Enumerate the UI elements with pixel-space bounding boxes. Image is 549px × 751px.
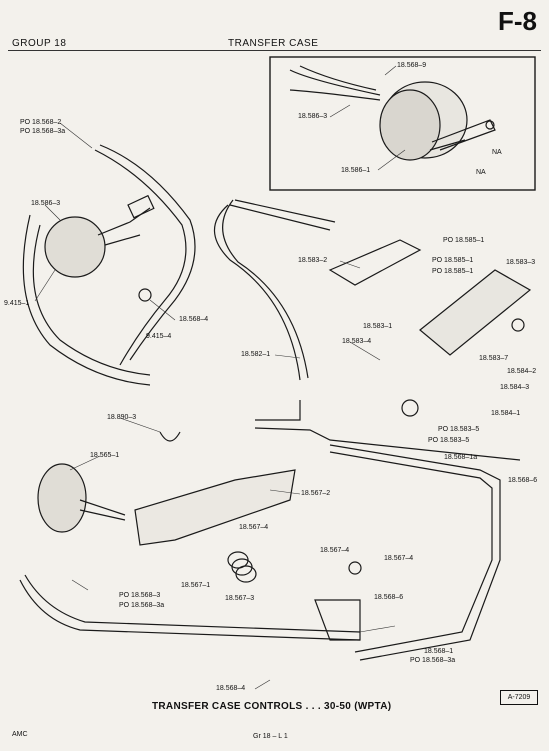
part-label: 18.565–1 <box>90 452 120 459</box>
part-label: 18.582–1 <box>241 351 271 358</box>
part-label: PO 18.583–5 <box>428 437 470 444</box>
part-label: NA <box>492 149 502 156</box>
figure-caption: TRANSFER CASE CONTROLS . . . 30-50 (WPTA… <box>152 701 392 712</box>
part-label: PO 18.585–1 <box>432 268 474 275</box>
bracket <box>134 469 296 546</box>
part-label: 9.415–1 <box>4 300 30 307</box>
part-label: 18.568–6 <box>508 477 538 484</box>
footer-center: Gr 18 – L 1 <box>253 733 288 740</box>
part-label: 18.568–6 <box>374 594 404 601</box>
part-label: 18.583–3 <box>506 259 536 266</box>
part-label: 18.567–4 <box>384 555 414 562</box>
part-label: 18.583–2 <box>298 257 328 264</box>
vacuum-motor-lower <box>37 463 87 533</box>
part-label: PO 18.568–3a <box>20 128 66 135</box>
part-label: 18.567–1 <box>181 582 211 589</box>
part-label: 18.584–1 <box>491 410 521 417</box>
part-label: PO 18.585–1 <box>432 257 474 264</box>
part-label: 18.568–1a <box>444 454 478 461</box>
part-label: 18.567–3 <box>225 595 255 602</box>
vacuum-motor-upper <box>44 216 106 278</box>
part-label: PO 18.568–2 <box>20 119 62 126</box>
part-label: 18.586–3 <box>31 200 61 207</box>
part-label: 9.415–4 <box>146 333 172 340</box>
header-rule <box>8 50 541 51</box>
page-title: TRANSFER CASE <box>228 38 319 49</box>
part-label: 18.583–1 <box>363 323 393 330</box>
part-label: 18.567–2 <box>301 490 331 497</box>
part-label: PO 18.585–1 <box>443 237 485 244</box>
part-label: 18.584–2 <box>507 368 537 375</box>
part-label: 18.568–4 <box>179 316 209 323</box>
group-label: GROUP 18 <box>12 38 67 49</box>
part-label: PO 18.583–5 <box>438 426 480 433</box>
figure-ref-box: A-7209 <box>500 690 538 705</box>
part-label: 18.567–4 <box>239 524 269 531</box>
part-label: 18.567–4 <box>320 547 350 554</box>
page-id: F-8 <box>498 6 537 36</box>
footer-left: AMC <box>12 731 28 738</box>
part-label: 18.568–9 <box>397 62 427 69</box>
part-label: 18.568–4 <box>216 685 246 692</box>
part-label: 18.890–3 <box>107 414 137 421</box>
part-label: 18.584–3 <box>500 384 530 391</box>
part-label: PO 18.568–3a <box>410 657 456 664</box>
part-label: NA <box>476 169 486 176</box>
part-label: 18.586–1 <box>341 167 371 174</box>
spring <box>227 551 257 583</box>
part-label: PO 18.568–3 <box>119 592 161 599</box>
part-label: 18.583–4 <box>342 338 372 345</box>
part-label: 18.568–1 <box>424 648 454 655</box>
shift-plate <box>419 269 532 356</box>
inset-frame <box>269 56 536 191</box>
part-label: 18.583–7 <box>479 355 509 362</box>
part-label: PO 18.568–3a <box>119 602 165 609</box>
part-label: 18.586–3 <box>298 113 328 120</box>
